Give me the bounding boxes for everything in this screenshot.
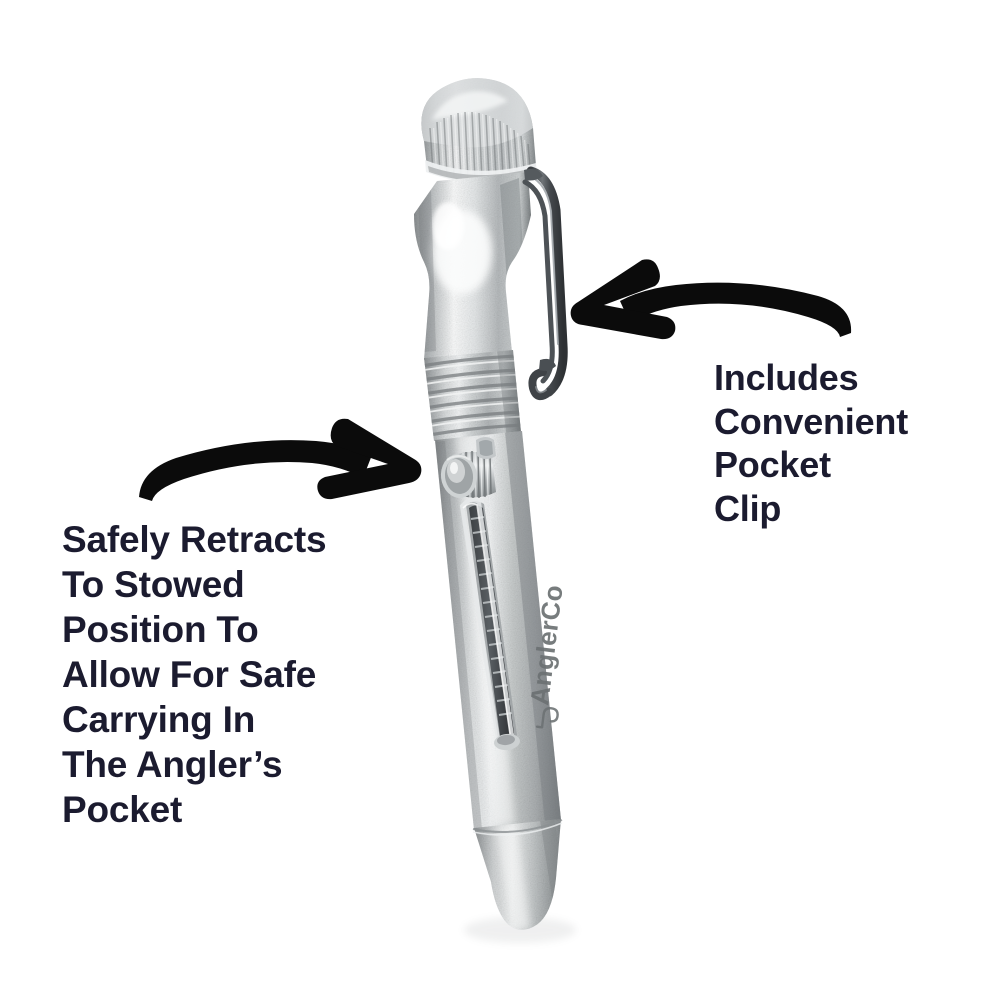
toothed-rack-track: [459, 498, 520, 751]
caption-right-pocket-clip: Includes Convenient Pocket Clip: [714, 357, 909, 530]
tapered-nose-tip: [472, 819, 563, 930]
knurled-end-cap: [421, 78, 537, 183]
pocket-clip: [522, 166, 568, 401]
thumbscrew-retraction-knob: [440, 437, 496, 499]
product-shadow: [464, 917, 576, 943]
fish-hook-icon: [535, 706, 559, 729]
ribbed-collar: [424, 350, 521, 441]
contoured-grip-waist: [414, 172, 531, 360]
caption-left-retracts: Safely Retracts To Stowed Position To Al…: [62, 519, 327, 830]
